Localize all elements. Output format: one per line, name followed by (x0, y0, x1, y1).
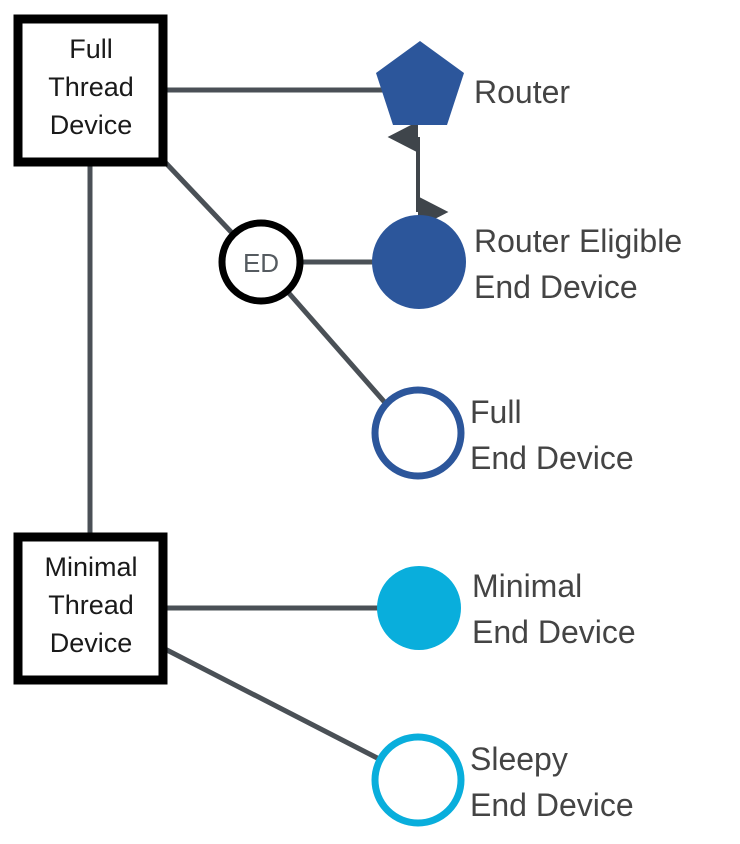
router-eligible-end-device-label-line1: Router Eligible (474, 223, 682, 259)
edge-ftd-to-end-device-hub (161, 158, 235, 236)
router-pentagon-icon[interactable] (376, 41, 464, 125)
router-label-line1: Router (474, 74, 570, 110)
minimal-thread-device-label-line3: Device (50, 628, 133, 658)
node-minimal-thread-device[interactable]: Minimal Thread Device (13, 532, 168, 685)
end-device-hub-circle[interactable] (218, 219, 304, 305)
full-end-device-label-line2: End Device (470, 440, 634, 476)
node-end-device-hub[interactable]: ED (218, 219, 304, 305)
connector-group (87, 87, 449, 764)
legend-item-full-end-device[interactable]: Full End Device (371, 386, 634, 480)
minimal-thread-device-label-line1: Minimal (44, 552, 137, 582)
minimal-thread-device-label-line2: Thread (48, 590, 134, 620)
full-thread-device-label-line1: Full (69, 34, 113, 64)
sleepy-end-device-label-line2: End Device (470, 787, 634, 823)
minimal-end-device-label-line1: Minimal (472, 568, 582, 604)
minimal-thread-device-box[interactable] (13, 532, 168, 685)
edge-mtd-to-sed (161, 645, 385, 764)
full-thread-device-label-line2: Thread (48, 72, 134, 102)
router-eligible-end-device-circle-icon[interactable] (372, 215, 466, 309)
legend-item-router-eligible-end-device[interactable]: Router Eligible End Device (372, 215, 682, 309)
full-thread-device-box[interactable] (13, 14, 168, 167)
legend-item-sleepy-end-device[interactable]: Sleepy End Device (371, 733, 634, 827)
full-thread-device-label-line3: Device (50, 110, 133, 140)
full-end-device-circle-icon[interactable] (371, 386, 465, 480)
minimal-end-device-label-line2: End Device (472, 614, 636, 650)
sleepy-end-device-circle-icon[interactable] (371, 733, 465, 827)
end-device-hub-label: ED (243, 248, 279, 278)
node-full-thread-device[interactable]: Full Thread Device (13, 14, 168, 167)
edge-hub-to-fed (285, 289, 390, 408)
legend-item-router[interactable]: Router (376, 41, 570, 125)
minimal-end-device-circle-icon[interactable] (377, 566, 461, 650)
sleepy-end-device-label-line1: Sleepy (470, 741, 568, 777)
router-eligible-end-device-label-line2: End Device (474, 269, 638, 305)
legend-item-minimal-end-device[interactable]: Minimal End Device (377, 566, 636, 650)
full-end-device-label-line1: Full (470, 394, 522, 430)
